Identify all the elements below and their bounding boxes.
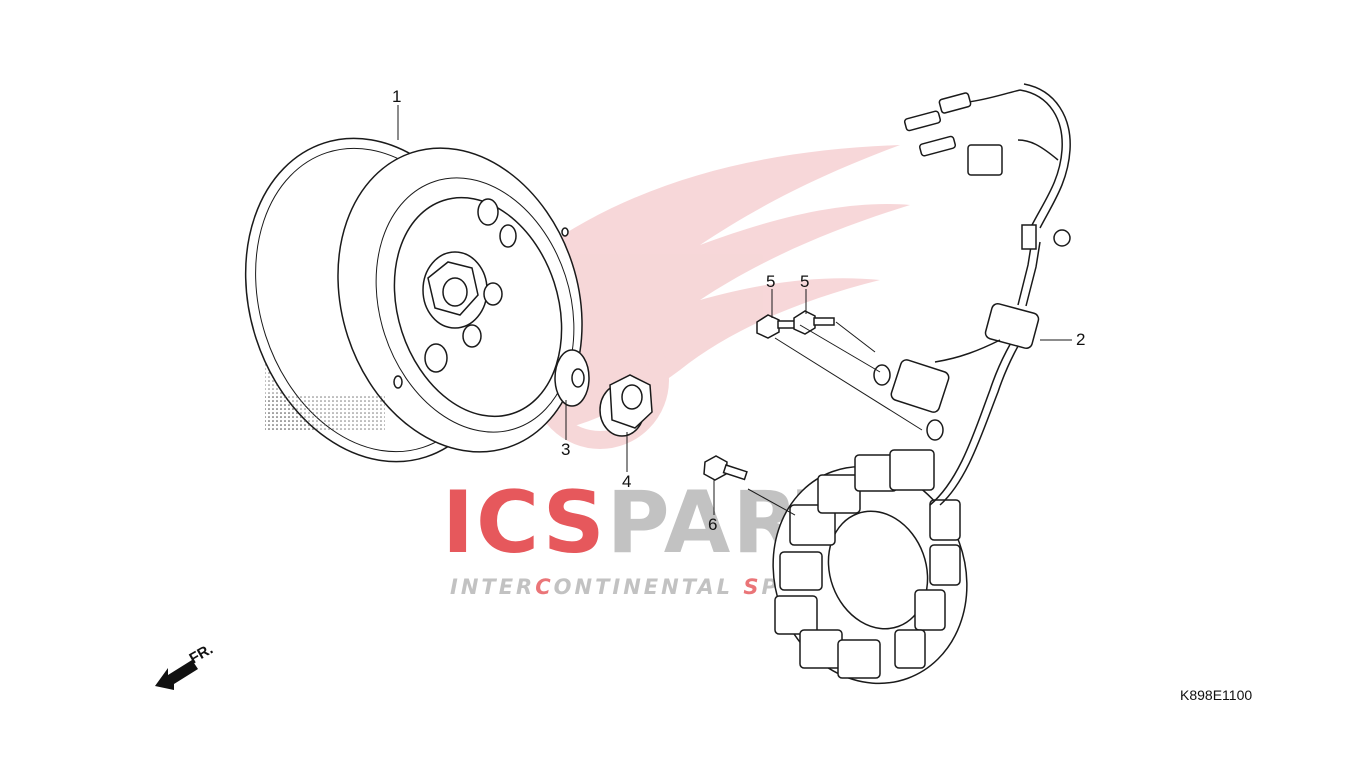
- flywheel-rotor-part: [244, 137, 583, 463]
- long-bolt-part: [703, 455, 748, 481]
- watermark-tagline-b: C: [535, 575, 553, 599]
- callout-label: 3: [561, 440, 570, 459]
- callout-label: 6: [708, 515, 717, 534]
- flange-nut-part: [599, 374, 653, 437]
- watermark-wing-logo: [531, 145, 910, 449]
- watermark-tagline-a: INTER: [450, 575, 535, 599]
- callout-label: 2: [1076, 330, 1085, 349]
- callout-label: 5: [766, 272, 775, 291]
- callout-label: 4: [622, 472, 631, 491]
- front-direction-indicator: FR.: [155, 641, 216, 690]
- watermark-tagline-d: S: [743, 575, 761, 599]
- callout-label: 1: [392, 87, 401, 106]
- washer-part: [554, 349, 590, 407]
- small-bolt-part: [793, 310, 835, 335]
- assembly-guide-lines: [747, 321, 923, 516]
- stator-assembly-part: [772, 83, 1071, 685]
- watermark-brand-red: ICS: [442, 473, 607, 573]
- watermark: ICSPARTS INTERCONTINENTAL SPARES: [442, 145, 921, 599]
- watermark-tagline-c: ONTINENTAL: [554, 575, 744, 599]
- diagram-reference-code: K898E1100: [1180, 687, 1252, 703]
- callout-label: 5: [800, 272, 809, 291]
- front-arrow-icon: [155, 660, 198, 690]
- svg-text:ICSPARTS: ICSPARTS: [442, 473, 921, 573]
- callout-leaders: [397, 105, 1072, 515]
